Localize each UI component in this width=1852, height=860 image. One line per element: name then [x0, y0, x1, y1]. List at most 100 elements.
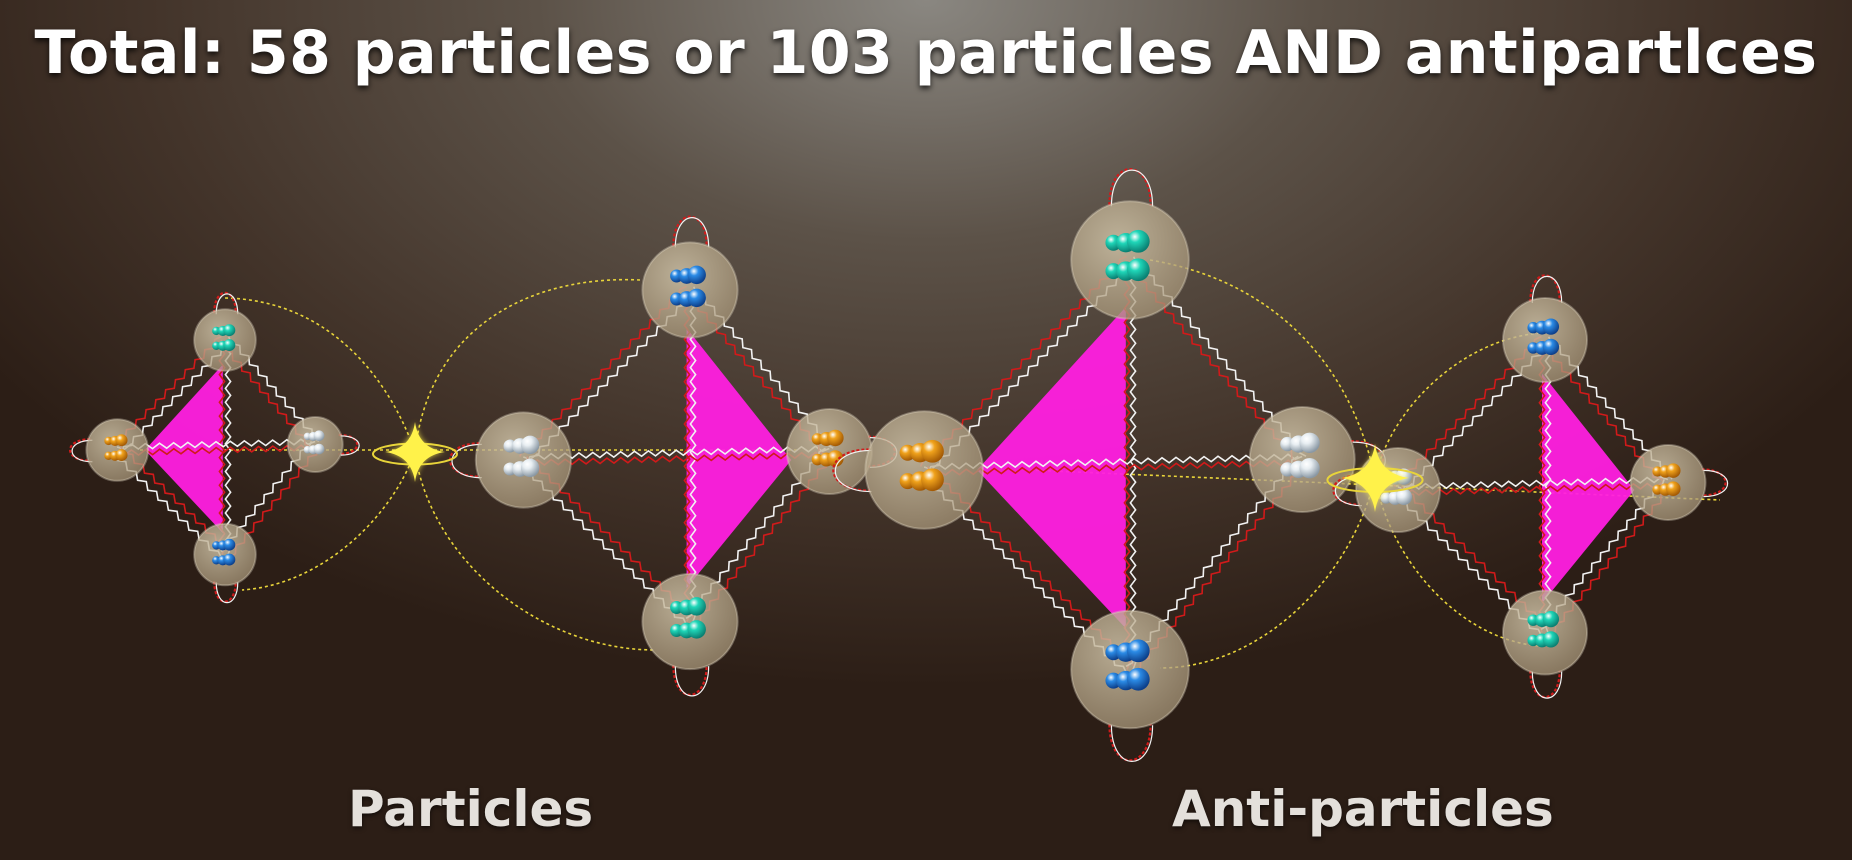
spring-loop	[213, 292, 237, 314]
orbit-line	[224, 297, 416, 591]
spring-loop-inner	[674, 217, 710, 248]
sphere	[1629, 444, 1707, 521]
spring-red	[117, 444, 316, 457]
spring-loop-inner	[215, 582, 239, 603]
spring-loop	[338, 433, 359, 456]
quark	[313, 430, 325, 442]
sphere	[193, 522, 257, 587]
sphere	[1502, 589, 1588, 676]
junction-star	[372, 422, 458, 482]
sphere	[474, 411, 573, 509]
quark	[1395, 488, 1413, 506]
quark	[1666, 463, 1681, 478]
sphere	[641, 572, 739, 671]
spring-loop	[672, 215, 708, 247]
spring-loop	[1529, 670, 1561, 699]
star-core	[1341, 444, 1409, 512]
sphere	[1502, 297, 1588, 383]
antiparticles-left	[832, 168, 1386, 762]
antiparticles-label: Anti-particles	[1172, 780, 1554, 838]
spring-loop-inner	[1110, 169, 1154, 207]
quark	[687, 265, 706, 285]
particles-label: Particles	[348, 780, 594, 838]
spring-loop-inner	[451, 443, 482, 479]
spring-white	[923, 453, 1303, 471]
spring-white	[1544, 339, 1552, 633]
spring-loop-inner	[215, 293, 239, 315]
spring-white	[689, 289, 697, 622]
quark	[1542, 338, 1560, 356]
spring-loop	[1701, 468, 1727, 497]
spring-loop	[1108, 724, 1152, 762]
sphere	[1248, 406, 1356, 513]
orbit-line	[414, 278, 656, 651]
spring-loop-inner	[71, 439, 93, 463]
quark	[1542, 631, 1560, 648]
spring-red	[218, 339, 226, 555]
quark	[921, 439, 944, 463]
spring-loop	[69, 438, 91, 462]
spring-loop	[832, 448, 870, 492]
quark	[687, 288, 706, 308]
spring-loop-inner	[1531, 671, 1563, 699]
sphere	[864, 410, 985, 530]
quark	[115, 434, 128, 447]
antiparticles-right	[1332, 274, 1729, 699]
quark	[115, 449, 128, 462]
quark	[1542, 611, 1560, 628]
spring-loop	[672, 665, 708, 696]
quark	[827, 429, 844, 447]
particles-right	[449, 215, 898, 697]
spring-loop-inner	[1703, 469, 1729, 498]
sphere	[641, 241, 739, 339]
quark	[687, 620, 706, 639]
spring-loop	[1529, 274, 1561, 303]
sphere	[85, 418, 149, 482]
quark	[520, 435, 540, 455]
quark	[1126, 229, 1150, 253]
membrane-triangle	[686, 328, 792, 589]
quark	[1299, 457, 1320, 479]
quark	[1395, 468, 1413, 485]
quark	[921, 468, 944, 492]
quark	[313, 443, 325, 455]
spring-loop-inner	[1531, 275, 1563, 304]
page-title: Total: 58 particles or 103 particles AND…	[34, 18, 1818, 88]
star-core	[385, 422, 445, 482]
spring-loop	[213, 581, 237, 603]
sphere	[1070, 609, 1190, 730]
orbit-line	[1029, 469, 1721, 501]
sphere	[1070, 200, 1190, 320]
quark	[687, 597, 706, 616]
orbit-line	[1149, 259, 1376, 669]
spring-red	[1538, 339, 1546, 633]
spring-red	[1397, 482, 1669, 497]
sphere	[286, 416, 344, 473]
spring-loop	[1108, 168, 1152, 206]
particles-left	[69, 292, 360, 603]
membrane-triangle	[144, 364, 223, 533]
spring-loop-inner	[340, 435, 360, 456]
quark	[1299, 432, 1320, 453]
spring-loop-inner	[834, 449, 872, 493]
spring-white	[224, 339, 232, 555]
spring-red	[924, 459, 1303, 477]
spring-loop-inner	[1110, 725, 1154, 762]
spring-white	[523, 445, 830, 461]
spring-loop-inner	[674, 666, 710, 697]
spring-white	[116, 438, 316, 451]
spring-red	[523, 451, 830, 467]
spring-white	[1397, 476, 1669, 491]
quark	[1126, 639, 1150, 663]
sphere	[193, 308, 257, 372]
quark	[1666, 481, 1681, 496]
quark	[1126, 667, 1150, 691]
quark	[223, 339, 236, 352]
quark	[827, 450, 844, 467]
quark	[520, 458, 540, 478]
quark	[223, 553, 236, 566]
spring-red	[683, 289, 691, 622]
quark	[223, 324, 236, 337]
